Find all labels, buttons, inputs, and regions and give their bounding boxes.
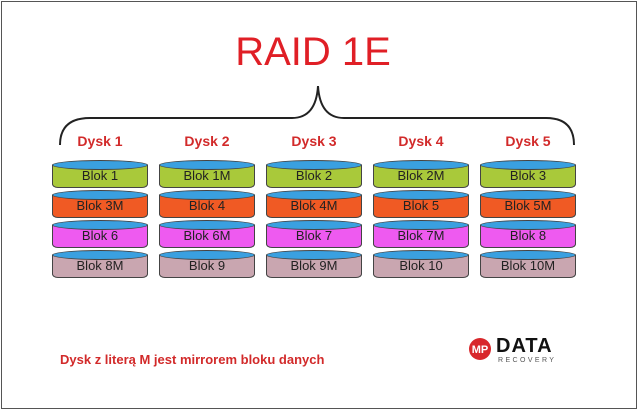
block-top-cap <box>480 250 576 260</box>
disk-block: Blok 8 <box>480 220 576 250</box>
disk-label-1: Dysk 1 <box>77 133 123 149</box>
disk-block: Blok 5 <box>373 190 469 220</box>
block-top-cap <box>480 160 576 170</box>
block-top-cap <box>52 220 148 230</box>
disk-block: Blok 8M <box>52 250 148 280</box>
block-top-cap <box>159 190 255 200</box>
disk-block: Blok 6M <box>159 220 255 250</box>
disk-block: Blok 9 <box>159 250 255 280</box>
block-body <box>480 225 576 248</box>
block-top-cap <box>266 190 362 200</box>
block-top-cap <box>373 250 469 260</box>
block-label: Blok 5 <box>402 198 440 213</box>
disk-block: Blok 2 <box>266 160 362 190</box>
data-recovery-logo: MP DATA RECOVERY <box>468 332 578 371</box>
block-label: Blok 10 <box>399 258 443 273</box>
block-label: Blok 4M <box>290 198 338 213</box>
block-label: Blok 6 <box>81 228 119 243</box>
block-body <box>52 165 148 188</box>
block-label: Blok 7 <box>295 228 333 243</box>
disk-block: Blok 10 <box>373 250 469 280</box>
block-top-cap <box>159 220 255 230</box>
block-body <box>480 255 576 278</box>
logo-sub-text: RECOVERY <box>498 357 556 364</box>
block-top-cap <box>52 160 148 170</box>
block-label: Blok 2 <box>295 168 333 183</box>
block-top-cap <box>52 250 148 260</box>
disk-block: Blok 9M <box>266 250 362 280</box>
block-body <box>266 225 362 248</box>
block-label: Blok 3 <box>509 168 547 183</box>
disk-stack-4: Blok 2M Blok 5 Blok 7M Blok 10 <box>373 160 469 280</box>
disk-block: Blok 5M <box>480 190 576 220</box>
block-label: Blok 2M <box>397 168 445 183</box>
disk-label-3: Dysk 3 <box>291 133 337 149</box>
disk-block: Blok 10M <box>480 250 576 280</box>
disk-block: Blok 2M <box>373 160 469 190</box>
legend-note: Dysk z literą M jest mirrorem bloku dany… <box>60 352 325 367</box>
block-label: Blok 7M <box>397 228 445 243</box>
block-body <box>159 255 255 278</box>
block-top-cap <box>480 220 576 230</box>
block-top-cap <box>266 160 362 170</box>
block-label: Blok 8 <box>509 228 547 243</box>
block-label: Blok 9M <box>290 258 338 273</box>
block-body <box>159 165 255 188</box>
disk-stack-3: Blok 2 Blok 4M Blok 7 Blok 9M <box>266 160 362 280</box>
block-body <box>52 195 148 218</box>
block-top-cap <box>266 250 362 260</box>
block-body <box>266 255 362 278</box>
disk-stack-5: Blok 3 Blok 5M Blok 8 Blok 10M <box>480 160 576 280</box>
block-body <box>480 165 576 188</box>
disk-label-5: Dysk 5 <box>505 133 551 149</box>
disk-stack-1: Blok 1 Blok 3M Blok 6 Blok 8M <box>52 160 148 280</box>
block-top-cap <box>159 250 255 260</box>
block-body <box>52 225 148 248</box>
grouping-brace <box>59 85 575 146</box>
disk-label-2: Dysk 2 <box>184 133 230 149</box>
block-label: Blok 1M <box>183 168 231 183</box>
block-top-cap <box>159 160 255 170</box>
disk-block: Blok 6 <box>52 220 148 250</box>
block-label: Blok 8M <box>76 258 124 273</box>
diagram-title: RAID 1E <box>235 30 391 74</box>
block-top-cap <box>266 220 362 230</box>
disk-stack-2: Blok 1M Blok 4 Blok 6M Blok 9 <box>159 160 255 280</box>
disk-block: Blok 3M <box>52 190 148 220</box>
block-body <box>480 195 576 218</box>
logo-mark: MP <box>472 344 489 356</box>
block-body <box>159 225 255 248</box>
block-body <box>373 165 469 188</box>
block-label: Blok 6M <box>183 228 231 243</box>
disk-label-4: Dysk 4 <box>398 133 444 149</box>
block-body <box>373 195 469 218</box>
block-top-cap <box>373 220 469 230</box>
block-label: Blok 5M <box>504 198 552 213</box>
block-body <box>266 195 362 218</box>
disk-block: Blok 7M <box>373 220 469 250</box>
block-body <box>266 165 362 188</box>
block-label: Blok 1 <box>81 168 119 183</box>
block-top-cap <box>373 190 469 200</box>
disk-block: Blok 1M <box>159 160 255 190</box>
logo-main-text: DATA <box>496 335 553 357</box>
block-body <box>52 255 148 278</box>
disk-block: Blok 1 <box>52 160 148 190</box>
block-body <box>373 225 469 248</box>
block-top-cap <box>52 190 148 200</box>
disk-block: Blok 7 <box>266 220 362 250</box>
disk-block: Blok 3 <box>480 160 576 190</box>
block-label: Blok 10M <box>500 258 556 273</box>
block-top-cap <box>480 190 576 200</box>
block-label: Blok 4 <box>188 198 226 213</box>
block-body <box>159 195 255 218</box>
disk-block: Blok 4M <box>266 190 362 220</box>
block-label: Blok 3M <box>76 198 124 213</box>
block-label: Blok 9 <box>188 258 226 273</box>
disk-block: Blok 4 <box>159 190 255 220</box>
block-body <box>373 255 469 278</box>
block-top-cap <box>373 160 469 170</box>
